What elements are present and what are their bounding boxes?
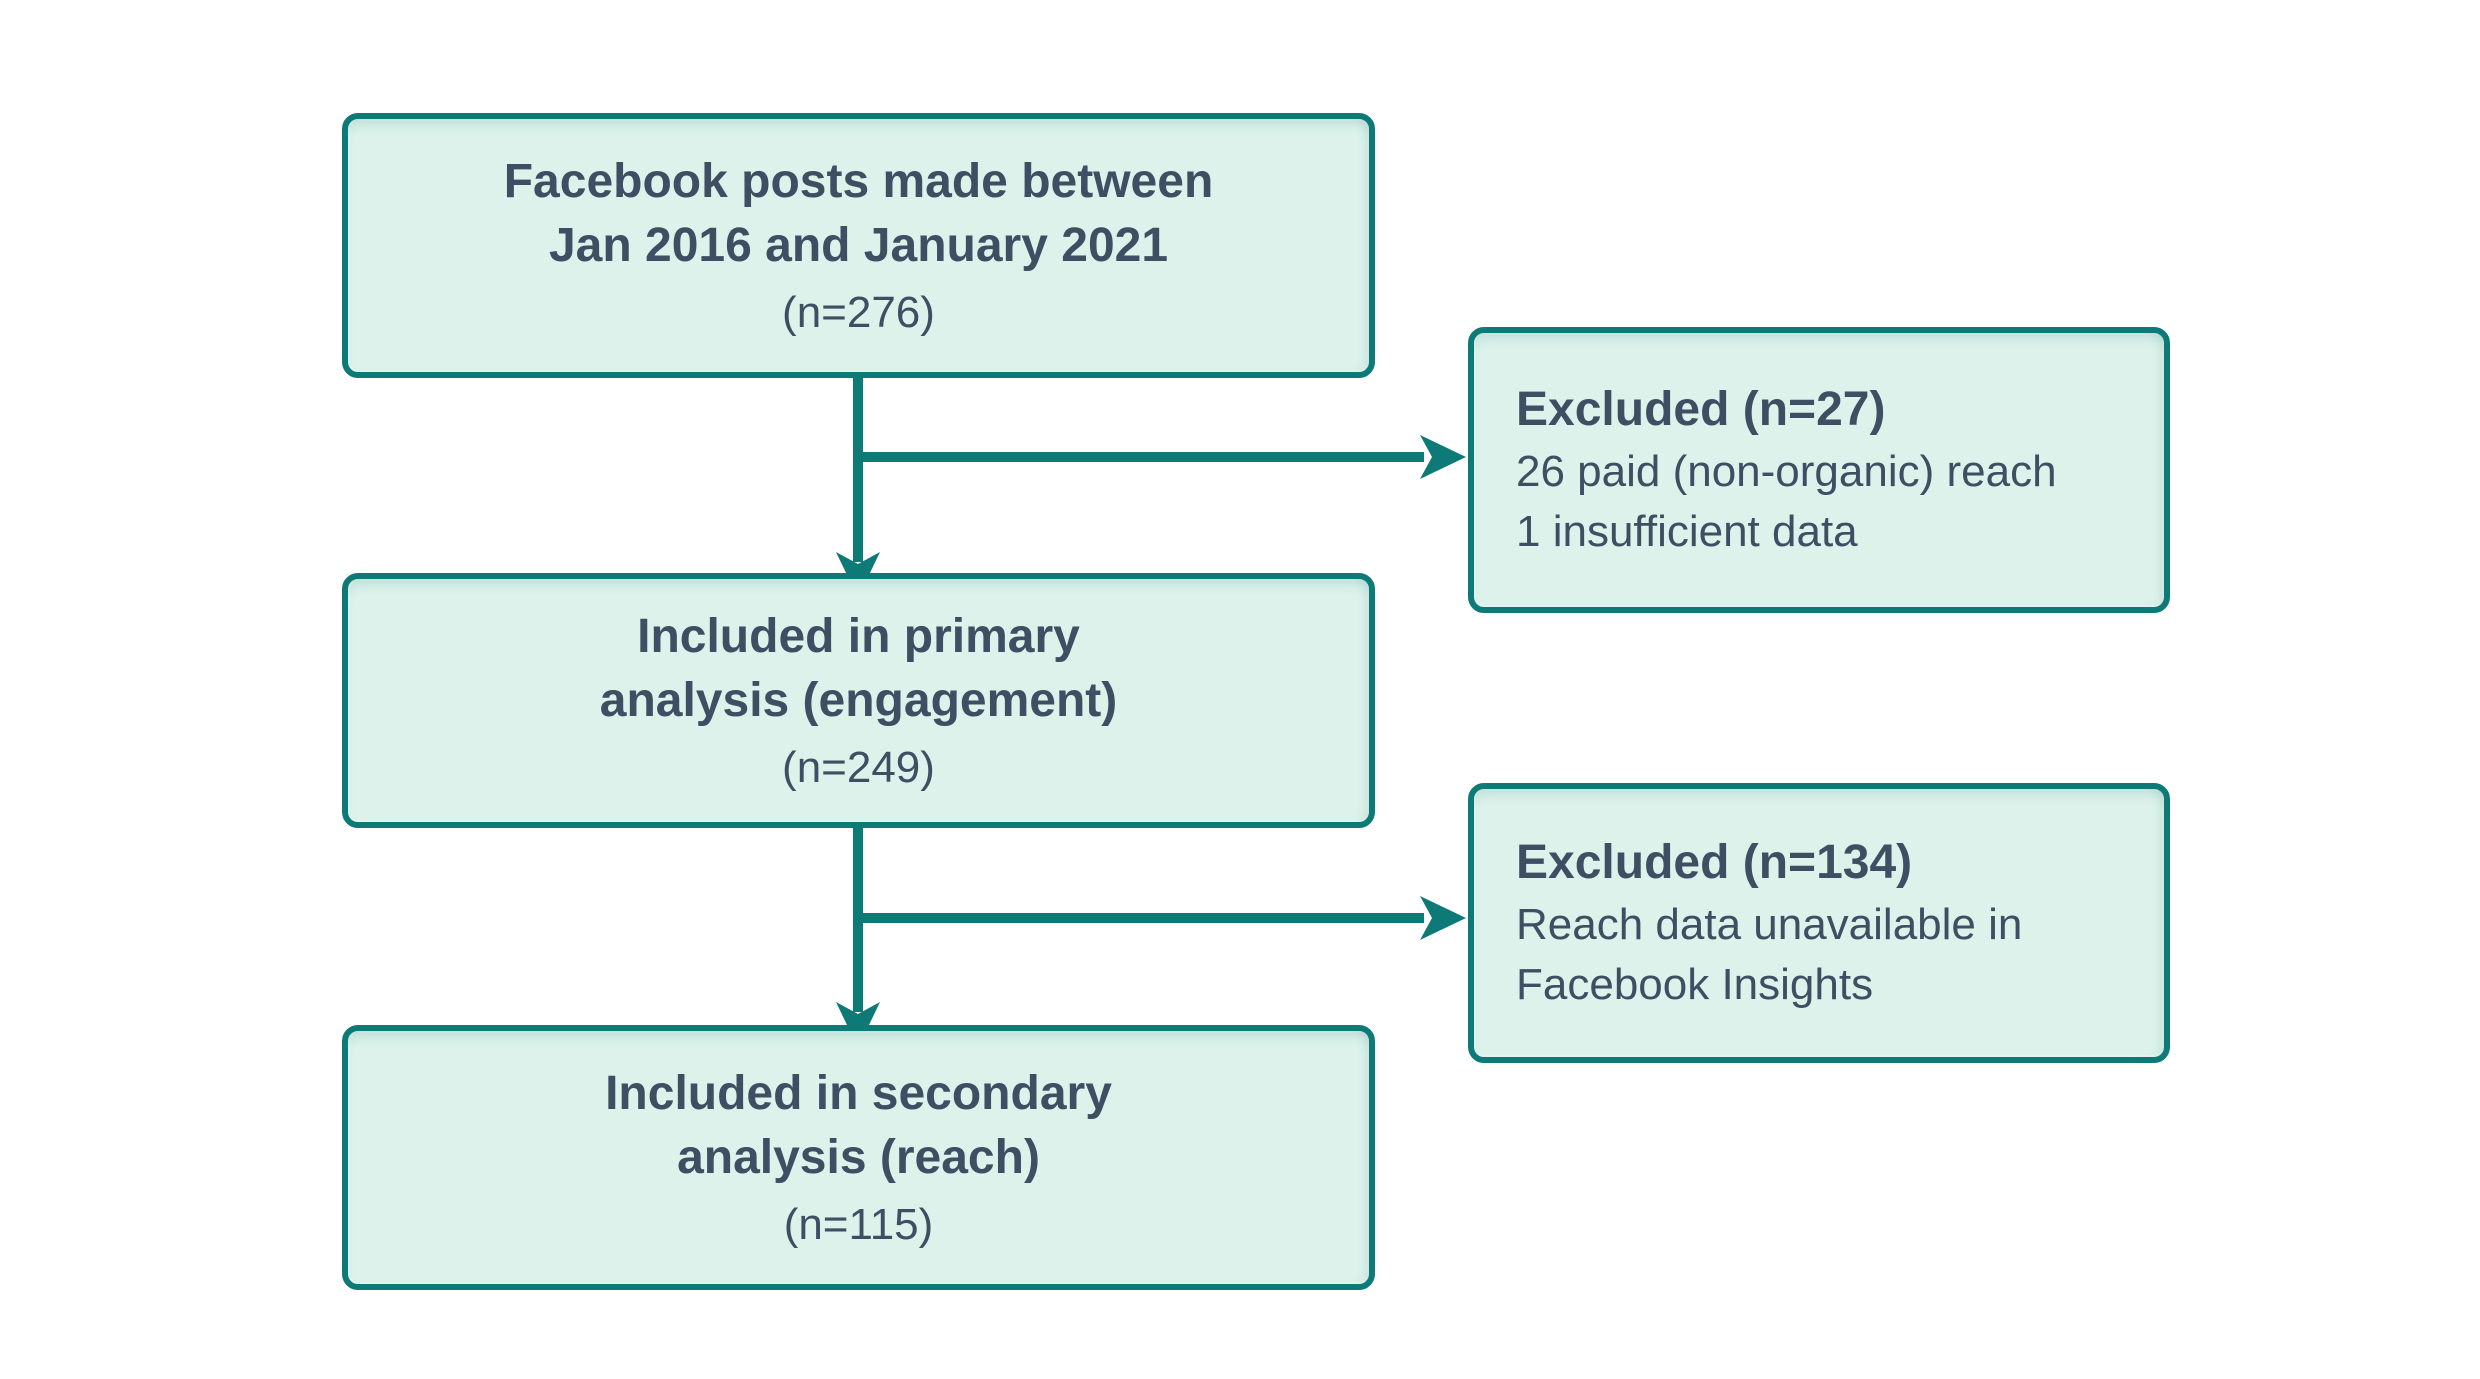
box-excluded-134-detail-line-2: Facebook Insights <box>1516 960 1874 1009</box>
box-secondary-analysis-title-line-2: analysis (reach) <box>677 1130 1040 1184</box>
arrowhead-right-into-excluded-134 <box>1420 896 1466 940</box>
box-excluded-27-detail-line-2: 1 insufficient data <box>1516 507 1858 556</box>
box-primary-analysis-n-label: (n=249) <box>782 742 935 792</box>
box-excluded-134-title: Excluded (n=134) <box>1516 836 1913 889</box>
box-secondary-analysis: Included in secondary analysis (reach) (… <box>342 1025 1375 1290</box>
arrowhead-right-into-excluded-27 <box>1420 435 1466 479</box>
box-primary-analysis-title-line-2: analysis (engagement) <box>599 673 1118 727</box>
box-excluded-134-detail-line-1: Reach data unavailable in <box>1516 900 2023 949</box>
box-excluded-27: Excluded (n=27) 26 paid (non-organic) re… <box>1468 327 2170 613</box>
box-secondary-analysis-n-label: (n=115) <box>783 1199 934 1249</box>
box-facebook-posts-n-label: (n=276) <box>782 287 935 337</box>
box-facebook-posts: Facebook posts made between Jan 2016 and… <box>342 113 1375 378</box>
box-excluded-27-title: Excluded (n=27) <box>1516 383 1886 436</box>
box-primary-analysis: Included in primary analysis (engagement… <box>342 573 1375 828</box>
box-primary-analysis-title-line-1: Included in primary <box>637 609 1080 663</box>
box-secondary-analysis-title-line-1: Included in secondary <box>605 1066 1112 1120</box>
box-excluded-134: Excluded (n=134) Reach data unavailable … <box>1468 783 2170 1063</box>
box-facebook-posts-title-line-2: Jan 2016 and January 2021 <box>548 218 1169 272</box>
box-facebook-posts-title-line-1: Facebook posts made between <box>503 154 1214 208</box>
box-excluded-27-detail-line-1: 26 paid (non-organic) reach <box>1516 447 2057 496</box>
